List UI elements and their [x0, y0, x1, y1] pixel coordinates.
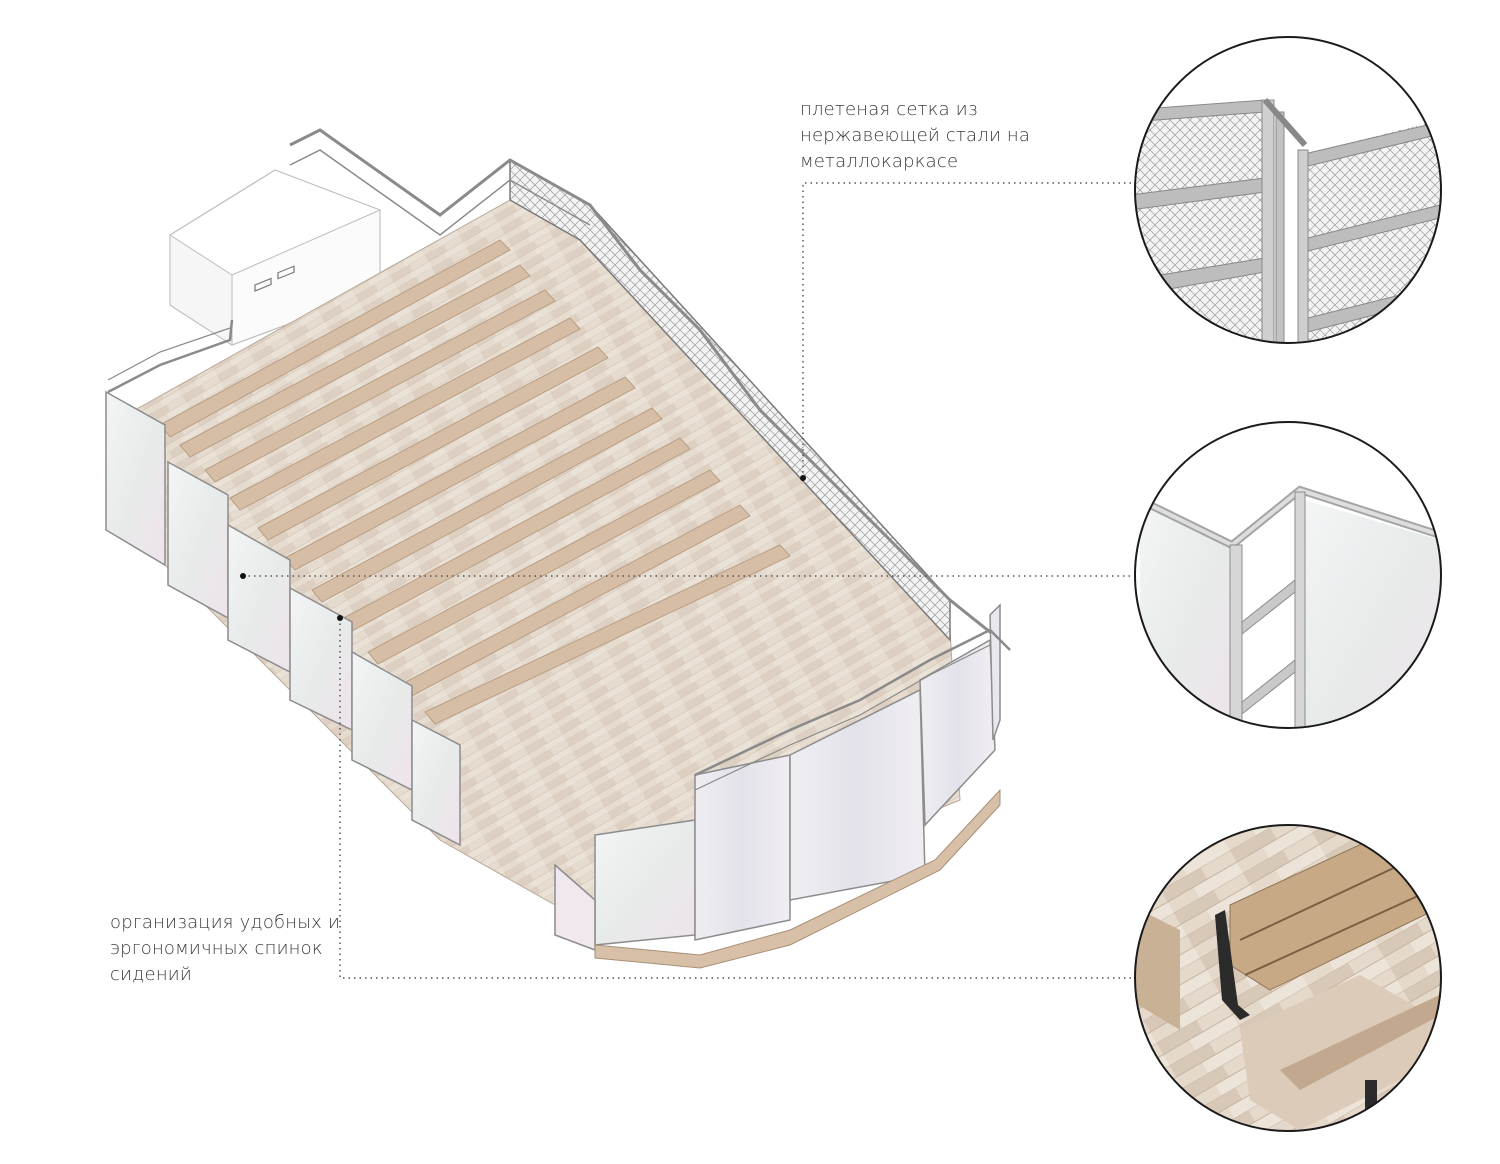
mesh-fence: [289, 128, 1001, 642]
stage-base: [594, 788, 1001, 969]
leader-mesh: [802, 182, 1140, 478]
leader-dots: [240, 475, 806, 621]
detail-seat-back: [1134, 824, 1442, 1132]
detail-glass-panel: [1134, 421, 1442, 729]
caption-mesh-line-1: плетеная сетка из: [800, 99, 978, 120]
caption-seat-line-2: эргономичных спинок: [110, 938, 323, 959]
technical-box: [169, 169, 381, 346]
caption-mesh-line-3: металлокаркасе: [800, 151, 959, 172]
leader-lines: [243, 182, 1140, 979]
caption-seat-line-1: организация удобных и: [110, 912, 341, 933]
left-railing: [107, 319, 234, 394]
detail-mesh-corner: [1134, 36, 1442, 344]
caption-mesh: плетеная сетка из нержавеющей стали на м…: [800, 97, 1060, 175]
caption-mesh-line-2: нержавеющей стали на: [800, 125, 1031, 146]
caption-seat-backs: организация удобных и эргономичных спино…: [110, 910, 350, 988]
stage-glass-walls: [554, 603, 1001, 952]
caption-seat-line-3: сидений: [110, 964, 192, 985]
amphitheater-model: [105, 128, 1011, 969]
seat-rows: [159, 239, 791, 725]
left-glass-panels: [105, 390, 461, 847]
front-railing: [694, 628, 1011, 777]
